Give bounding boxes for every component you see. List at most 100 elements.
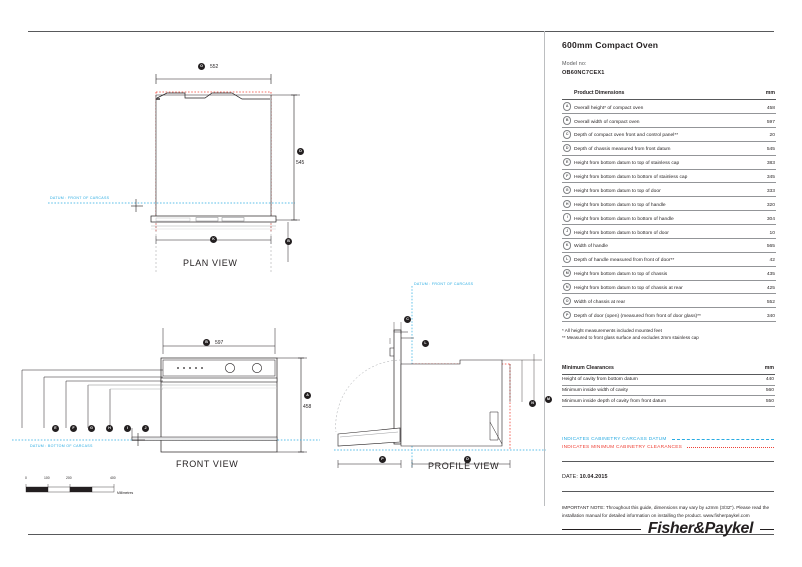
row-description: Height of cavity from bottom datum	[562, 374, 744, 386]
row-ref: C	[562, 127, 574, 142]
row-description: Height from bottom datum to top of chass…	[574, 280, 745, 295]
profile-view-title: PROFILE VIEW	[428, 461, 500, 471]
ref-bullet-icon: B	[563, 116, 572, 125]
row-value: 560	[744, 385, 775, 397]
profile-view-datum-label: DATUM : FRONT OF CARCASS	[414, 282, 474, 286]
row-ref: A	[562, 99, 574, 115]
scale-bar	[25, 484, 115, 493]
legend-minimum-clearances-label: INDICATES MINIMUM CABINETRY CLEARANCES	[562, 445, 683, 451]
profile-view-ref-d: D	[464, 456, 471, 463]
footnote-one: * All height measurements included mount…	[562, 328, 662, 334]
ref-bullet-icon: C	[563, 130, 572, 139]
table-row: Minimum inside depth of cavity from fron…	[562, 395, 775, 407]
row-ref: F	[562, 169, 574, 184]
row-value: 552	[745, 293, 776, 309]
front-view-datum-label: DATUM : BOTTOM OF CARCASS	[30, 444, 93, 448]
plan-view-drawing	[48, 74, 300, 272]
header-divider	[28, 31, 774, 32]
row-ref: J	[562, 224, 574, 239]
model-number-value: OB60NC7CEX1	[562, 70, 605, 76]
front-view-width-value: 597	[215, 340, 224, 346]
row-description: Height from bottom datum to bottom of do…	[574, 224, 745, 239]
scale-tick-100: 100	[44, 476, 50, 480]
row-value: 545	[745, 141, 776, 156]
row-description: Overall width of compact oven	[574, 113, 745, 128]
scale-unit-label: Millimetres	[117, 491, 134, 495]
front-view-ref-f: F	[70, 425, 77, 432]
row-value: 425	[745, 280, 776, 295]
table-header-row: Product Dimensions mm	[562, 89, 776, 101]
plan-view-width-ref: O	[198, 63, 205, 70]
row-value: 10	[745, 224, 776, 239]
profile-view-ref-p: P	[379, 456, 386, 463]
row-description: Height from bottom datum to bottom of ha…	[574, 210, 745, 226]
scale-tick-400: 400	[110, 476, 116, 480]
front-view-width-ref: B	[203, 339, 210, 346]
row-ref: H	[562, 196, 574, 212]
row-description: Minimum inside width of cavity	[562, 385, 744, 397]
row-ref: M	[562, 266, 574, 281]
legend-carcass-datum-line-icon	[671, 438, 774, 440]
row-ref: N	[562, 280, 574, 295]
front-view-height-value: 458	[303, 404, 312, 410]
ref-bullet-icon: N	[563, 282, 572, 292]
table-header-row: Minimum Clearances mm	[562, 363, 775, 376]
row-ref: G	[562, 182, 574, 198]
row-value: 597	[745, 113, 776, 128]
legend-minimum-clearances-line-icon	[687, 447, 774, 449]
date-line: DATE: 10.04.2015	[562, 474, 774, 480]
row-description: Height from bottom datum to top of handl…	[574, 196, 745, 212]
ref-bullet-icon: D	[563, 144, 572, 153]
row-ref: K	[562, 238, 574, 253]
row-value: 42	[745, 252, 776, 267]
footnote-two: ** Measured to front glass surface and e…	[562, 335, 699, 341]
page-title: 600mm Compact Oven	[562, 40, 659, 50]
legend-carcass-datum-label: INDICATES CABINETRY CARCASS DATUM	[562, 436, 667, 442]
minimum-clearances-table: Minimum Clearances mm Height of cavity f…	[562, 363, 775, 407]
brand-footer: Fisher&Paykel	[562, 520, 774, 538]
row-description: Height from bottom datum to top of stain…	[574, 155, 745, 170]
profile-view-ref-n: N	[529, 400, 536, 407]
row-description: Height from bottom datum to bottom of st…	[574, 169, 745, 184]
product-dimensions-unit-heading: mm	[745, 89, 776, 101]
row-value: 340	[745, 307, 776, 323]
product-dimensions-heading: Product Dimensions	[574, 89, 745, 101]
legend: INDICATES CABINETRY CARCASS DATUM INDICA…	[562, 437, 774, 450]
row-ref: D	[562, 141, 574, 156]
row-value: 565	[745, 238, 776, 253]
ref-bullet-icon: P	[563, 310, 572, 319]
row-value: 333	[745, 182, 776, 198]
plan-view-datum-label: DATUM : FRONT OF CARCASS	[50, 196, 110, 200]
ref-bullet-icon: G	[563, 185, 572, 195]
ref-bullet-icon: H	[563, 199, 572, 208]
date-divider	[562, 491, 774, 493]
front-view-ref-j: J	[142, 425, 149, 432]
row-description: Height from bottom datum to top of chass…	[574, 266, 745, 281]
profile-view-ref-m: M	[545, 396, 552, 403]
technical-drawings: 552 O 545 D K B DATUM : FRONT OF CARCASS…	[12, 63, 552, 495]
ref-bullet-icon: I	[563, 213, 572, 222]
model-number-label: Model no:	[562, 61, 587, 67]
row-value: 435	[745, 266, 776, 281]
ref-bullet-icon: M	[563, 268, 572, 278]
row-value: 320	[745, 196, 776, 212]
info-panel: 600mm Compact Oven Model no: OB60NC7CEX1…	[562, 40, 776, 520]
row-ref: O	[562, 293, 574, 309]
front-view-title: FRONT VIEW	[176, 459, 239, 469]
